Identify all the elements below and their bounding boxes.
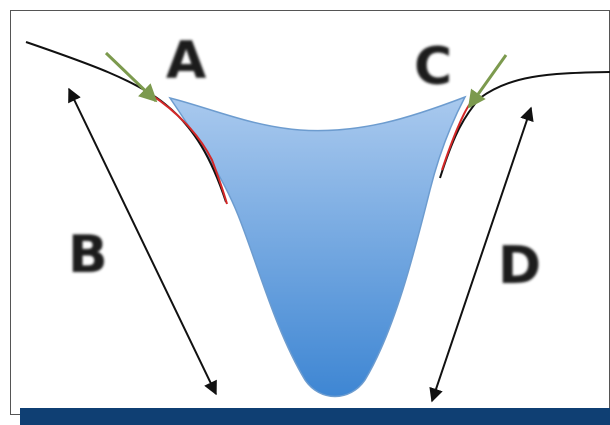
double-arrow-b (68, 87, 217, 396)
label-d: D (498, 236, 541, 296)
green-arrow-a (104, 51, 158, 103)
green-arrow-c (467, 54, 508, 109)
label-a: A (166, 31, 206, 91)
label-b: B (68, 225, 108, 285)
liquid-body (168, 95, 467, 398)
double-arrow-d (429, 106, 534, 403)
bottom-bar (20, 408, 610, 425)
label-c: C (414, 37, 452, 97)
